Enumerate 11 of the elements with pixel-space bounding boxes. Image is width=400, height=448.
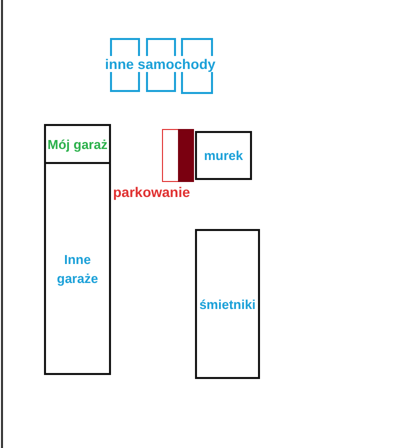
bin-label: śmietniki	[199, 296, 256, 314]
wall-label: murek	[204, 147, 244, 165]
garage-box	[44, 162, 111, 375]
garage-label: Mój garaż	[48, 136, 108, 154]
garage-label: Inne garaże	[56, 250, 100, 288]
parked-car-bar	[178, 129, 194, 182]
wall-box	[195, 131, 252, 180]
cars-label: inne samochody	[104, 56, 216, 72]
garage-box	[44, 124, 111, 164]
parking-label: parkowanie	[112, 184, 192, 200]
bin-area-box	[195, 229, 260, 379]
